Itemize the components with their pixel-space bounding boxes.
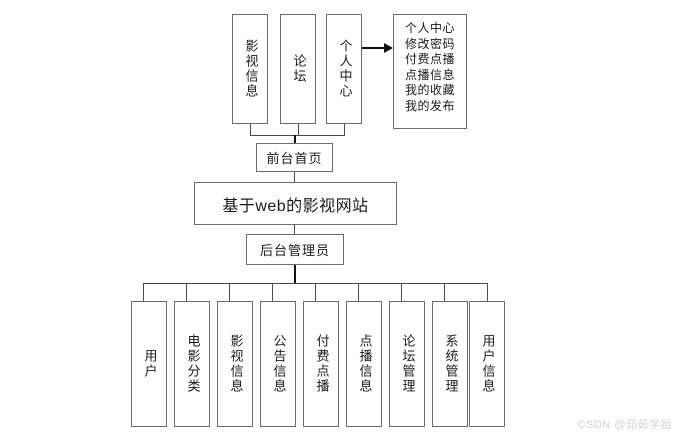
node-system-title: 基于web的影视网站 xyxy=(194,182,397,225)
node-frontend-child-2: 论坛 xyxy=(280,14,316,124)
node-label: 系统管理 xyxy=(443,334,459,394)
connector-frontend-to-main xyxy=(294,172,295,183)
node-backend-child-6: 点播信息 xyxy=(346,301,382,427)
connector-bus-to-frontend xyxy=(294,135,296,144)
connector-child2-drop xyxy=(298,124,299,135)
connector-child3-drop xyxy=(344,124,345,135)
connector-backend-drop-7 xyxy=(401,283,402,301)
node-label: 电影分类 xyxy=(185,334,201,394)
connector-backend-to-bus xyxy=(294,265,296,284)
node-label: 论坛 xyxy=(291,54,307,84)
node-label: 用户 xyxy=(142,349,158,379)
node-backend-child-3: 影视信息 xyxy=(217,301,253,427)
node-frontend-child-3: 个人中心 xyxy=(326,14,362,124)
connector-backend-drop-1 xyxy=(143,283,144,301)
connector-child1-drop xyxy=(250,124,251,135)
node-backend-child-7: 论坛管理 xyxy=(389,301,425,427)
detail-line-4: 点播信息 xyxy=(404,67,455,82)
connector-main-to-backend xyxy=(294,225,295,234)
arrow-head-icon xyxy=(384,43,393,53)
node-backend-child-8: 系统管理 xyxy=(432,301,468,427)
connector-backend-drop-5 xyxy=(315,283,316,301)
node-label: 影视信息 xyxy=(228,334,244,394)
node-label: 前台首页 xyxy=(266,151,323,166)
node-label: 基于web的影视网站 xyxy=(222,197,369,215)
node-backend-child-9: 用户信息 xyxy=(469,301,505,427)
node-label: 点播信息 xyxy=(357,334,373,394)
connector-personal-center-to-detail xyxy=(362,47,385,49)
node-personal-center-detail: 个人中心 修改密码 付费点播 点播信息 我的收藏 我的发布 xyxy=(393,14,467,129)
connector-backend-drop-8 xyxy=(444,283,445,301)
node-backend-child-5: 付费点播 xyxy=(303,301,339,427)
connector-backend-drop-4 xyxy=(272,283,273,301)
node-label: 公告信息 xyxy=(271,334,287,394)
detail-line-5: 我的收藏 xyxy=(404,83,455,97)
node-label: 论坛管理 xyxy=(400,334,416,394)
node-backend-child-2: 电影分类 xyxy=(174,301,210,427)
node-label: 影视信息 xyxy=(243,39,259,99)
watermark: CSDN @茹茹学姐 xyxy=(577,419,672,431)
node-label: 用户信息 xyxy=(480,334,496,394)
detail-line-1: 个人中心 xyxy=(404,21,455,35)
node-frontend-home: 前台首页 xyxy=(256,143,333,172)
node-backend-admin: 后台管理员 xyxy=(246,234,344,265)
node-frontend-child-1: 影视信息 xyxy=(232,14,268,124)
detail-line-6: 我的发布 xyxy=(404,98,455,113)
node-label: 付费点播 xyxy=(314,334,330,394)
detail-line-3: 付费点播 xyxy=(404,52,455,66)
node-label: 个人中心 xyxy=(337,39,353,99)
connector-backend-drop-3 xyxy=(229,283,230,301)
node-label: 后台管理员 xyxy=(259,243,330,258)
connector-backend-drop-2 xyxy=(186,283,187,301)
connector-backend-drop-9 xyxy=(487,283,488,301)
detail-line-2: 修改密码 xyxy=(404,36,455,51)
node-backend-child-4: 公告信息 xyxy=(260,301,296,427)
node-backend-child-1: 用户 xyxy=(131,301,167,427)
connector-frontend-bus xyxy=(250,135,345,136)
connector-backend-drop-6 xyxy=(358,283,359,301)
